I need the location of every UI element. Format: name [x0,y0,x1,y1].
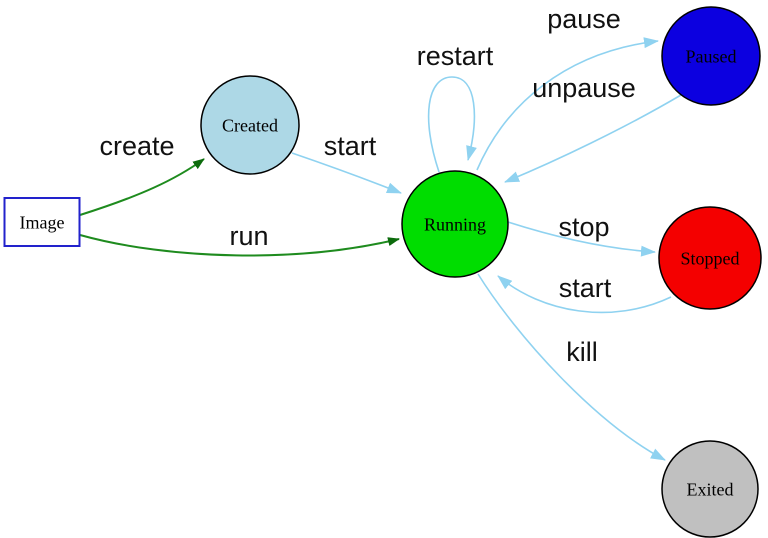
edge-unpause [504,94,682,183]
edge-label-start2: start [559,273,612,303]
created-circle [200,75,300,175]
node-created: Created [200,75,300,175]
edge-create [79,158,205,216]
image-box [3,197,81,247]
node-label-running: Running [424,214,486,234]
node-stopped: Stopped [658,206,762,310]
edge-label-create: create [99,131,174,161]
edge-label-start1: start [324,131,377,161]
edge-kill [477,273,666,461]
edge-label-restart: restart [417,41,494,71]
edge-stop [507,221,656,257]
paused-circle [661,6,761,106]
edge-start2 [497,275,672,314]
stopped-circle [658,206,762,310]
edge-restart [427,76,477,173]
node-label-exited: Exited [687,479,734,499]
node-label-created: Created [222,115,278,135]
edge-label-unpause: unpause [532,73,636,103]
edge-label-stop: stop [558,212,609,242]
edge-run [79,234,400,257]
edge-label-pause: pause [547,4,621,34]
node-paused: Paused [661,6,761,106]
running-circle [401,170,509,278]
node-running: Running [401,170,509,278]
edge-label-run: run [229,221,268,251]
node-exited: Exited [661,440,759,538]
node-label-stopped: Stopped [680,248,739,268]
node-label-image: Image [20,212,65,232]
edge-label-kill: kill [566,337,598,367]
edge-start1 [291,152,402,194]
edge-pause [476,37,659,171]
exited-circle [661,440,759,538]
node-image: Image [3,197,81,247]
node-label-paused: Paused [686,46,737,66]
